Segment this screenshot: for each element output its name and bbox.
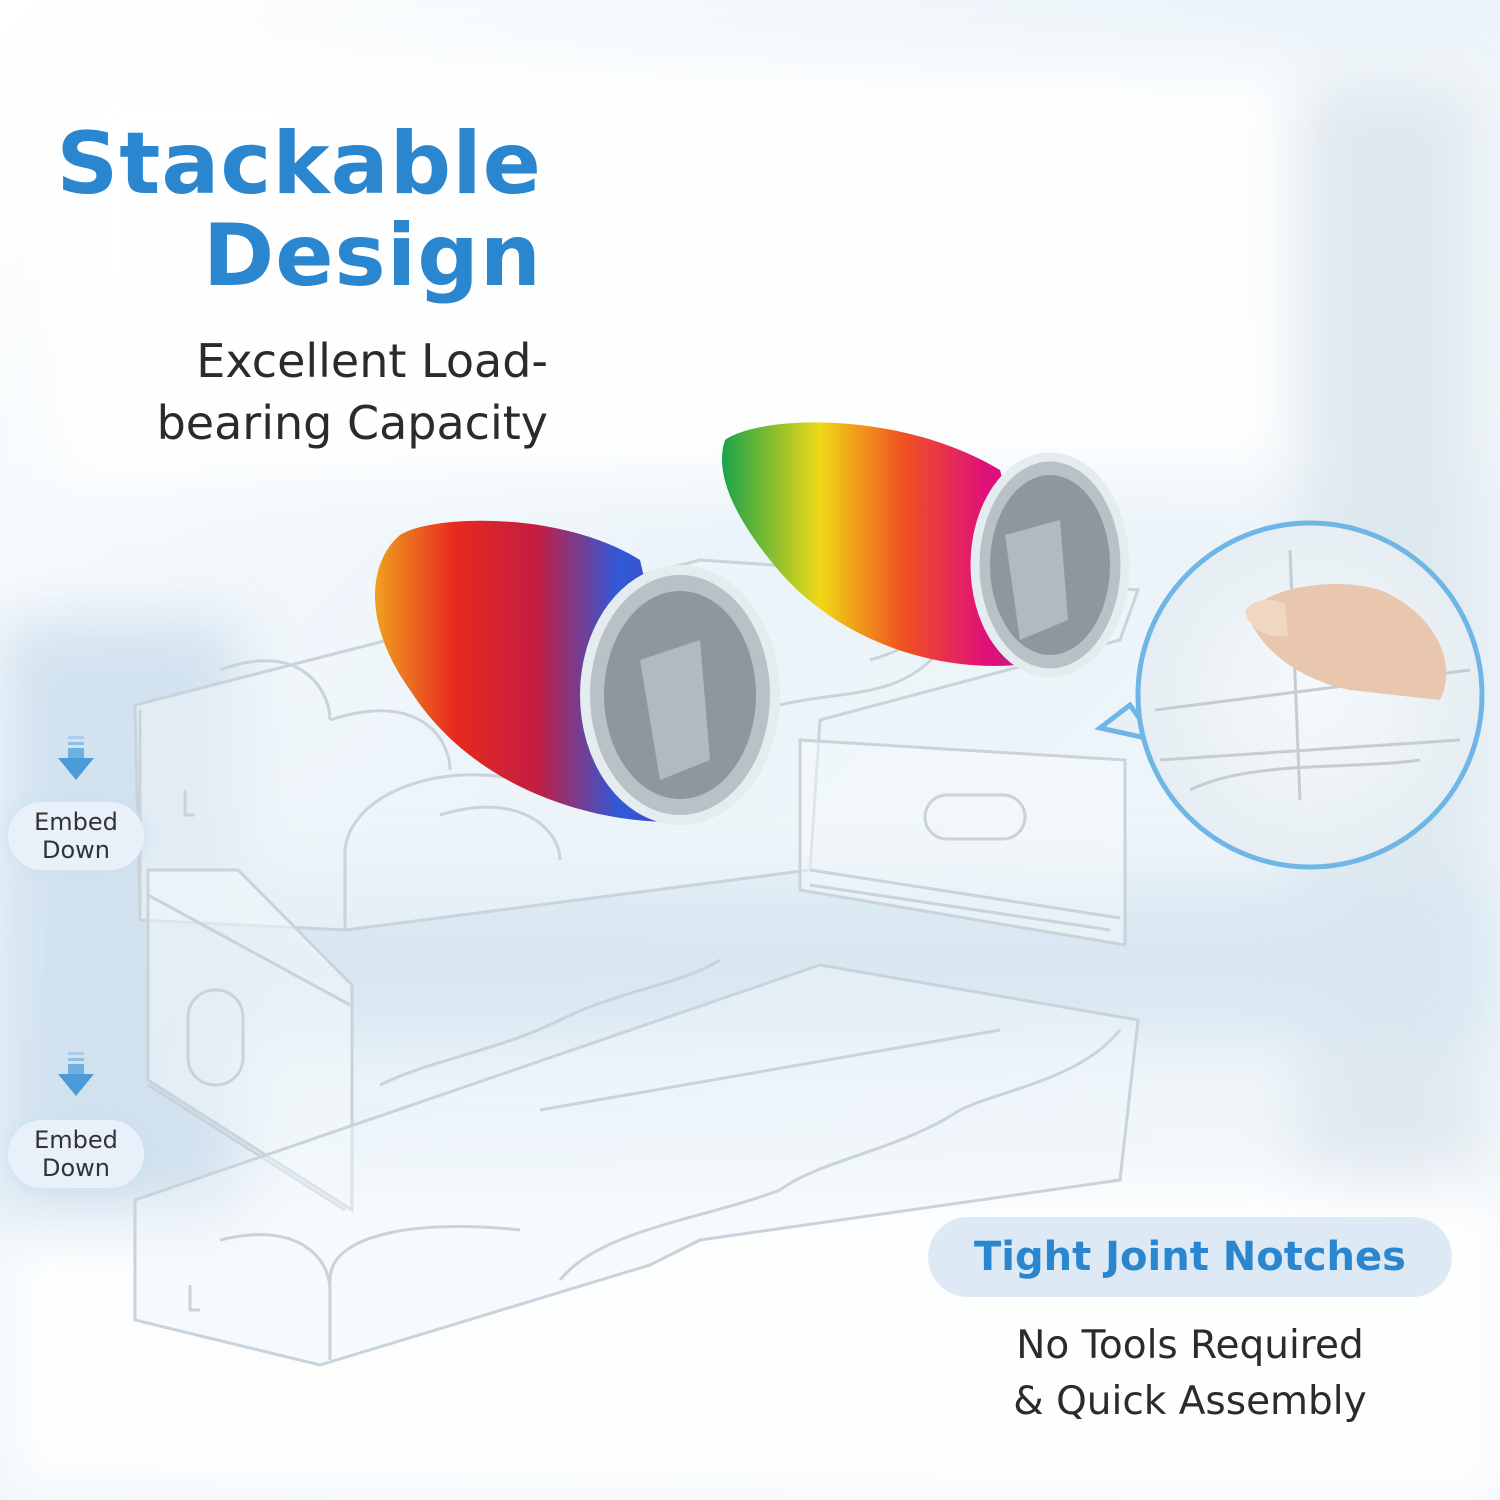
feature-desc-line-2: & Quick Assembly: [1013, 1379, 1367, 1424]
headline-line-1: Stackable: [56, 114, 542, 214]
down-arrow-icon: [58, 736, 94, 780]
feature-desc-line-1: No Tools Required: [1016, 1323, 1364, 1368]
feature-description: No Tools Required & Quick Assembly: [960, 1318, 1420, 1430]
embed-down-badge: Embed Down: [8, 1120, 144, 1188]
embed-badge-line-1: Embed: [34, 1126, 118, 1154]
headline: Stackable Design: [56, 118, 542, 302]
headline-line-2: Design: [202, 206, 542, 306]
embed-down-badge: Embed Down: [8, 802, 144, 870]
subheadline: Excellent Load- bearing Capacity: [157, 330, 548, 454]
side-panel: [146, 868, 354, 1213]
zoom-lens: [1094, 520, 1485, 870]
feature-title-pill: Tight Joint Notches: [928, 1217, 1452, 1297]
embed-badge-line-1: Embed: [34, 808, 118, 836]
tumbler-rainbow-blue: [375, 520, 780, 825]
tumbler-rainbow-pink: [722, 422, 1130, 678]
embed-badge-line-2: Down: [41, 1154, 110, 1182]
lower-rack: [133, 958, 1140, 1367]
down-arrow-icon: [58, 1052, 94, 1096]
subheadline-line-1: Excellent Load-: [196, 334, 548, 388]
embed-badge-line-2: Down: [41, 836, 110, 864]
feature-title: Tight Joint Notches: [974, 1234, 1406, 1280]
subheadline-line-2: bearing Capacity: [156, 396, 548, 450]
